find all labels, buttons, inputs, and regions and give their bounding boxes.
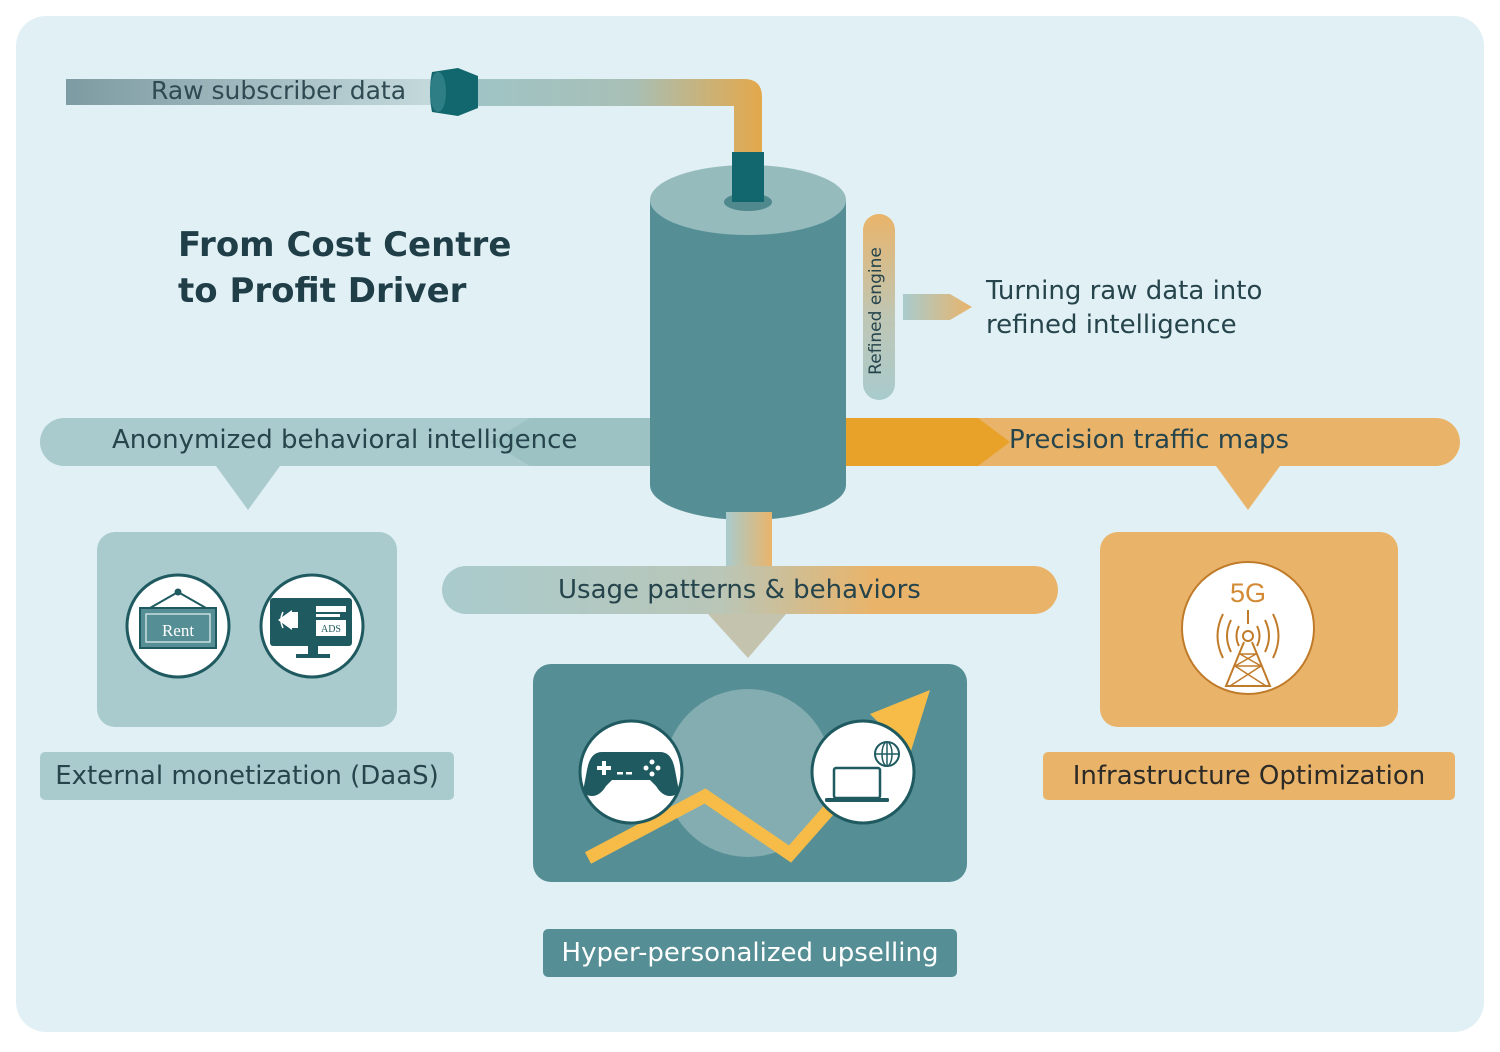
stream-down <box>442 512 1058 658</box>
outcome-middle-label: Hyper-personalized upselling <box>543 929 957 977</box>
refined-engine-label: Refined engine <box>866 247 886 375</box>
refined-arrow <box>903 294 972 320</box>
ads-text: ADS <box>321 624 341 635</box>
outcome-right-label: Infrastructure Optimization <box>1043 752 1455 800</box>
input-label: Raw subscriber data <box>151 76 407 105</box>
stream-middle-label: Usage patterns & behaviors <box>558 575 921 605</box>
rent-sign-text: Rent <box>162 621 194 640</box>
5g-tower-icon: 5G <box>1181 561 1315 695</box>
stream-right-label: Precision traffic maps <box>1009 425 1290 455</box>
stream-right-band <box>760 418 1460 510</box>
page-title: From Cost Centre to Profit Driver <box>178 225 512 311</box>
card-hyper-personalized <box>533 664 967 882</box>
laptop-globe-icon <box>810 719 916 825</box>
engine-caption: Turning raw data into refined intelligen… <box>986 276 1263 340</box>
card-external-monetization: Rent ADS <box>97 532 397 727</box>
outcome-left-label: External monetization (DaaS) <box>40 752 454 800</box>
rent-sign-icon: Rent <box>125 573 231 679</box>
input-pipe <box>66 68 764 200</box>
game-controller-icon <box>578 719 684 825</box>
card-infrastructure: 5G <box>1100 532 1398 727</box>
stream-left-band <box>40 418 720 510</box>
5g-text: 5G <box>1230 578 1266 608</box>
refined-engine-pill <box>863 214 895 400</box>
stream-left-label: Anonymized behavioral intelligence <box>112 425 578 455</box>
ad-display-icon: ADS <box>259 573 365 679</box>
refined-engine-cylinder <box>650 152 846 520</box>
